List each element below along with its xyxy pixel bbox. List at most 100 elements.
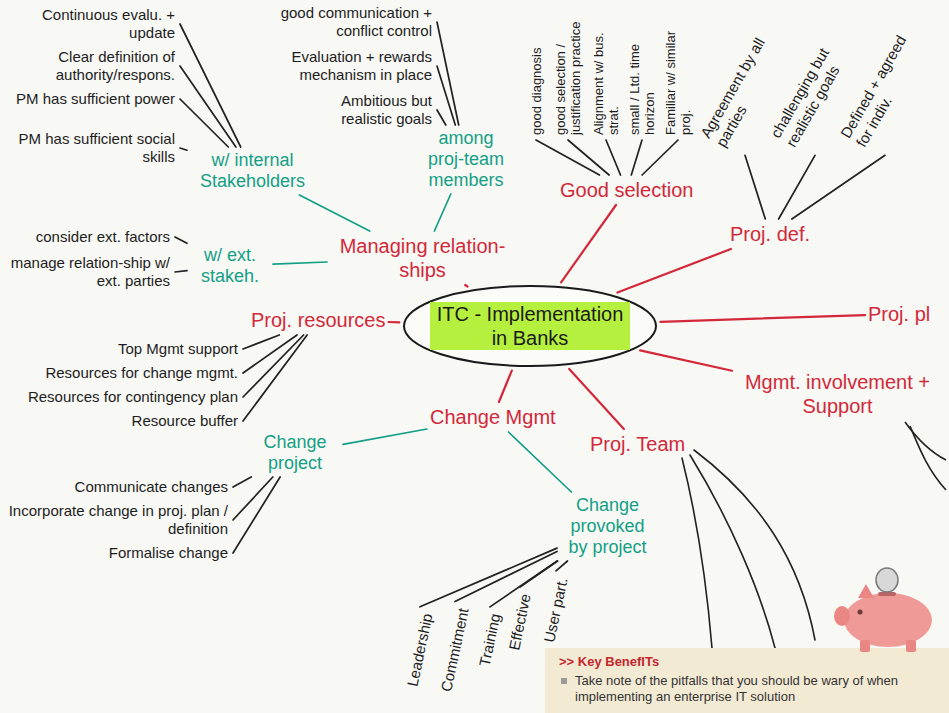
branch-topic: Proj. Team [590,432,685,456]
leaf-topic: Continuous evalu. + update [5,6,175,42]
node-label: manage relation-ship w/ ext. parties [5,254,170,290]
branch-line [389,321,400,323]
branch-line [180,99,228,147]
leaf-topic: Resources for contingency plan [6,388,238,406]
branch-topic: Managing relation-ships [330,234,515,282]
node-label: Proj. resources [251,308,386,332]
branch-line [465,285,467,287]
sub-topic: among proj-team members [418,128,514,191]
branch-line [606,140,621,175]
node-label: consider ext. factors [5,228,170,246]
leaf-topic: Evaluation + rewards mechanism in place [232,48,432,84]
branch-line [243,335,297,373]
node-label: Good selection [560,178,693,202]
node-label: Formalise change [6,544,228,562]
branch-line [273,262,327,264]
branch-topic: Mgmt. involvement + Support [735,370,940,418]
branch-line [437,22,459,125]
node-label: Familiar w/ similar proj. [663,5,693,135]
leaf-topic: Communicate changes [6,478,228,496]
branch-line [499,371,512,402]
branch-line [434,194,450,231]
sub-topic: Change project [250,432,340,474]
ellipse-shape [404,286,656,366]
benefits-panel [545,648,949,713]
team-line [682,458,712,648]
leaf-topic: User part. [540,576,571,644]
coin [876,568,898,592]
node-label: Mgmt. involvement + Support [735,370,940,418]
node-label: Defined + agreed for indiv. [837,20,933,151]
central-topic: ITC - Implementation in Banks [402,284,658,368]
node-label: Change project [250,432,340,474]
leaf-topic: PM has sufficient power [5,90,175,108]
leaf-topic: good communication + conflict control [262,4,432,40]
leaf-topic: Alignment w/ bus. strat. [591,5,621,135]
branch-line [180,148,187,150]
node-label: ITC - Implementation in Banks [430,302,630,350]
leaf-topic: Top Mgmt support [6,340,238,358]
leaf-topic: Resources for change mgmt. [6,364,238,382]
branch-line [779,155,815,219]
branch-line [175,271,187,272]
branch-line [455,551,557,601]
node-label: among proj-team members [418,128,514,191]
branch-line [642,140,678,175]
node-label: good diagnosis [529,5,544,135]
node-label: w/ internal Stakeholders [190,150,315,192]
node-label: Resource buffer [6,412,238,430]
leaf-topic: Commitment [437,607,472,694]
node-label: Training [476,612,505,668]
branch-line [233,477,251,487]
node-label: Resources for change mgmt. [6,364,238,382]
branch-line [243,335,304,397]
branch-line [420,548,557,607]
piggy-body [844,593,932,647]
node-label: Incorporate change in proj. plan / defin… [6,502,228,538]
team-branch-lines [682,450,815,648]
leaf-topic: small / Ltd. time horizon [627,5,657,135]
node-label: Effective [505,592,535,652]
node-label: small / Ltd. time horizon [627,5,657,135]
branch-line [631,140,642,175]
node-label: Alignment w/ bus. strat. [591,5,621,135]
bullet-text: Take note of the pitfalls that you shoul… [559,673,935,705]
node-label: Proj. pl [868,302,930,326]
branch-line [180,24,241,147]
sub-topic: w/ ext. stakeh. [190,245,270,287]
leaf-topic: manage relation-ship w/ ext. parties [5,254,170,290]
branch-line [343,429,427,444]
team-line [694,450,815,640]
node-label: Leadership [403,612,436,688]
piggy-leg [860,640,870,652]
node-label: User part. [540,576,571,644]
leaf-topic: Leadership [403,612,436,688]
branch-topic: Proj. resources [251,308,386,332]
node-label: Resources for contingency plan [6,388,238,406]
branch-line [509,432,572,492]
branch-topic: Proj. pl [868,302,930,326]
node-label: good communication + conflict control [262,4,432,40]
node-label: Change provoked by project [560,495,655,558]
node-label: PM has sufficient power [5,90,175,108]
branch-line [568,140,609,175]
support-line [910,426,946,490]
branch-topic: Proj. def. [730,222,810,246]
leaf-topic: Clear definition of authority/respons. [5,48,175,84]
branch-line [745,155,765,219]
leaf-topic: Familiar w/ similar proj. [663,5,693,135]
node-label: Top Mgmt support [6,340,238,358]
branch-line [437,110,446,125]
piggy-leg [906,640,916,652]
piggy-ear [858,584,874,598]
branch-line [536,140,600,175]
leaf-topic: good diagnosis [529,5,544,135]
sub-topic: w/ internal Stakeholders [190,150,315,192]
branch-line [233,477,280,553]
branch-line [660,315,865,322]
leaf-topic: Defined + agreed for indiv. [837,20,933,151]
leaf-topic: Resource buffer [6,412,238,430]
leaf-topic: good selection / justification practice [553,5,583,135]
branch-line [617,249,731,293]
node-label: Communicate changes [6,478,228,496]
